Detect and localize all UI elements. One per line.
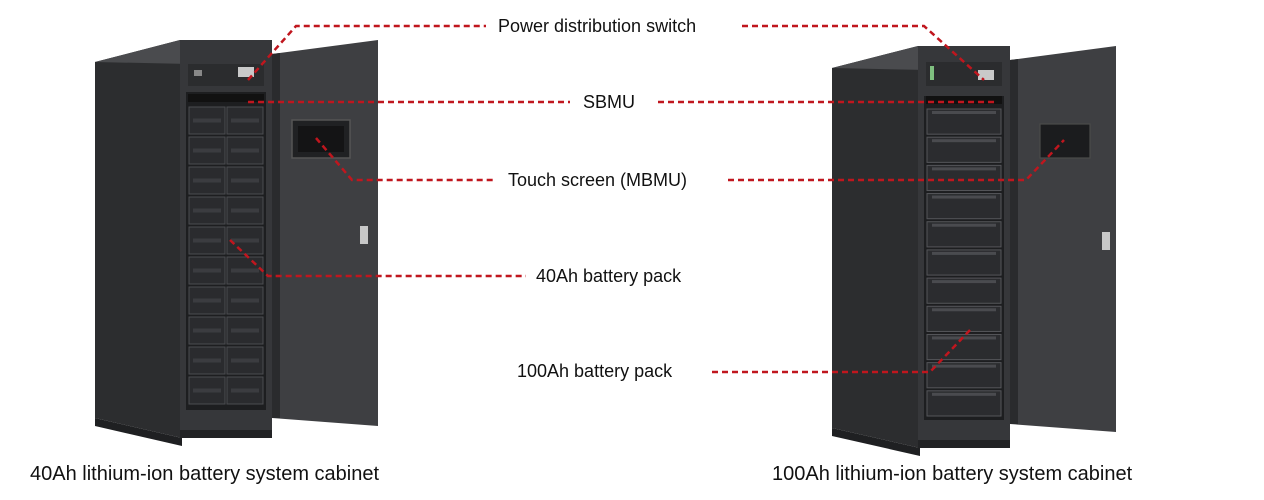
leader-power-switch-right [742, 24, 985, 81]
battery-module-handle [231, 118, 259, 123]
leader-touch-screen-left [315, 137, 496, 182]
battery-module-handle [193, 328, 221, 333]
battery-module-handle [932, 280, 996, 284]
battery-module-handle [932, 392, 996, 396]
right-cabinet-door [1010, 46, 1116, 432]
battery-module-handle [231, 358, 259, 363]
right-door-edge [1010, 59, 1018, 424]
battery-module-handle [231, 268, 259, 273]
label-touch-screen: Touch screen (MBMU) [508, 170, 688, 190]
left-battery-modules [188, 106, 264, 405]
battery-module-handle [231, 178, 259, 183]
battery-module-handle [193, 178, 221, 183]
battery-module-handle [932, 139, 996, 143]
battery-module-handle [193, 238, 221, 243]
leader-touch-screen-right [728, 139, 1065, 182]
battery-module-handle [193, 358, 221, 363]
battery-module-handle [932, 195, 996, 199]
left-touch-screen-display [298, 126, 344, 152]
caption-100ah-cabinet: 100Ah lithium-ion battery system cabinet [772, 463, 1133, 485]
right-cabinet-side [832, 46, 920, 448]
left-cabinet [95, 40, 378, 446]
battery-module-handle [932, 308, 996, 312]
leader-40ah-pack [229, 239, 526, 278]
left-power-switch [238, 67, 254, 77]
right-power-switch [978, 70, 994, 80]
right-battery-modules [926, 108, 1002, 417]
left-power-indicator [194, 70, 202, 76]
left-door-lock-icon [360, 226, 368, 244]
battery-module-handle [231, 238, 259, 243]
right-touch-screen [1039, 123, 1091, 159]
left-sbmu [188, 94, 264, 102]
battery-module-handle [932, 336, 996, 340]
left-cabinet-side [95, 40, 182, 438]
battery-module-handle [231, 148, 259, 153]
battery-module-handle [932, 223, 996, 227]
battery-module-handle [932, 364, 996, 368]
battery-module-handle [932, 251, 996, 255]
battery-module-handle [231, 388, 259, 393]
right-door-lock-icon [1102, 232, 1110, 250]
right-cabinet [832, 46, 1116, 456]
battery-module-handle [932, 167, 996, 171]
right-sbmu [926, 96, 1002, 104]
battery-module-handle [231, 328, 259, 333]
leader-100ah-pack [712, 329, 971, 374]
right-cabinet-base-front [918, 440, 1010, 448]
battery-module-handle [193, 388, 221, 393]
caption-40ah-cabinet: 40Ah lithium-ion battery system cabinet [30, 463, 380, 485]
label-40ah-battery-pack: 40Ah battery pack [536, 266, 682, 286]
label-sbmu: SBMU [583, 92, 636, 112]
right-cabinet-base [832, 428, 920, 456]
label-100ah-battery-pack: 100Ah battery pack [517, 361, 673, 381]
battery-module-handle [193, 118, 221, 123]
left-door-edge [272, 53, 280, 418]
battery-module-handle [193, 208, 221, 213]
battery-module-handle [193, 298, 221, 303]
battery-module-handle [193, 268, 221, 273]
leader-power-switch-left [247, 24, 486, 81]
battery-module-handle [231, 298, 259, 303]
left-cabinet-base-front [180, 430, 272, 438]
battery-module-handle [231, 208, 259, 213]
label-power-distribution-switch: Power distribution switch [498, 16, 697, 36]
battery-module-handle [193, 148, 221, 153]
leader-lines [229, 24, 1065, 374]
right-power-indicator [930, 66, 934, 80]
battery-module-handle [932, 111, 996, 114]
left-cabinet-base [95, 418, 182, 446]
